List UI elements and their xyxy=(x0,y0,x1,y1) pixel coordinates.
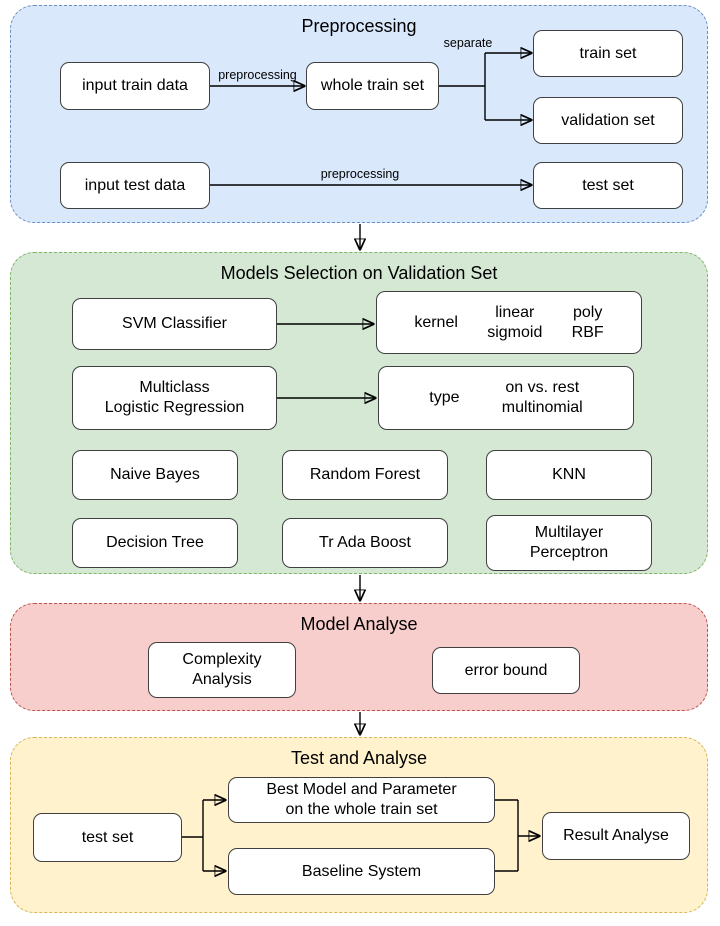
edge-label-separate: separate xyxy=(443,36,493,50)
kernel-values-col2: poly RBF xyxy=(571,303,604,341)
model-analyse-section-title: Model Analyse xyxy=(300,614,418,634)
node-multilayer-perceptron: Multilayer Perceptron xyxy=(486,515,652,571)
node-input-train-data: input train data xyxy=(60,62,210,110)
node-knn: KNN xyxy=(486,450,652,500)
type-values: on vs. rest multinomial xyxy=(501,379,583,416)
model-selection-section-title: Models Selection on Validation Set xyxy=(220,263,498,283)
kernel-values-col1: linear sigmoid xyxy=(487,303,543,341)
node-validation-set: validation set xyxy=(533,97,683,144)
model-analyse-section: Model Analyse xyxy=(10,603,708,711)
node-naive-bayes: Naive Bayes xyxy=(72,450,238,500)
node-train-set: train set xyxy=(533,30,683,77)
node-whole-train-set: whole train set xyxy=(306,62,439,110)
edge-label-preprocessing-train: preprocessing xyxy=(218,68,297,82)
node-multiclass-logistic-regression: Multiclass Logistic Regression xyxy=(72,366,277,430)
node-lr-type-params: type on vs. rest multinomial xyxy=(378,366,634,430)
node-best-model-and-parameter: Best Model and Parameter on the whole tr… xyxy=(228,777,495,823)
node-test-set: test set xyxy=(533,162,683,209)
test-and-analyse-section-title: Test and Analyse xyxy=(290,748,428,768)
node-decision-tree: Decision Tree xyxy=(72,518,238,568)
node-result-analyse: Result Analyse xyxy=(542,812,690,860)
type-param-label: type xyxy=(429,389,460,406)
node-baseline-system: Baseline System xyxy=(228,848,495,895)
kernel-param-label: kernel xyxy=(414,313,458,331)
node-random-forest: Random Forest xyxy=(282,450,448,500)
edge-label-preprocessing-test: preprocessing xyxy=(320,167,400,181)
preprocessing-section-title: Preprocessing xyxy=(301,16,417,36)
node-svm-classifier: SVM Classifier xyxy=(72,298,277,350)
node-tr-ada-boost: Tr Ada Boost xyxy=(282,518,448,568)
node-test-set-final: test set xyxy=(33,813,182,862)
node-complexity-analysis: Complexity Analysis xyxy=(148,642,296,698)
node-input-test-data: input test data xyxy=(60,162,210,209)
node-svm-kernel-params: kernel linear sigmoid poly RBF xyxy=(376,291,642,354)
node-error-bound: error bound xyxy=(432,647,580,694)
